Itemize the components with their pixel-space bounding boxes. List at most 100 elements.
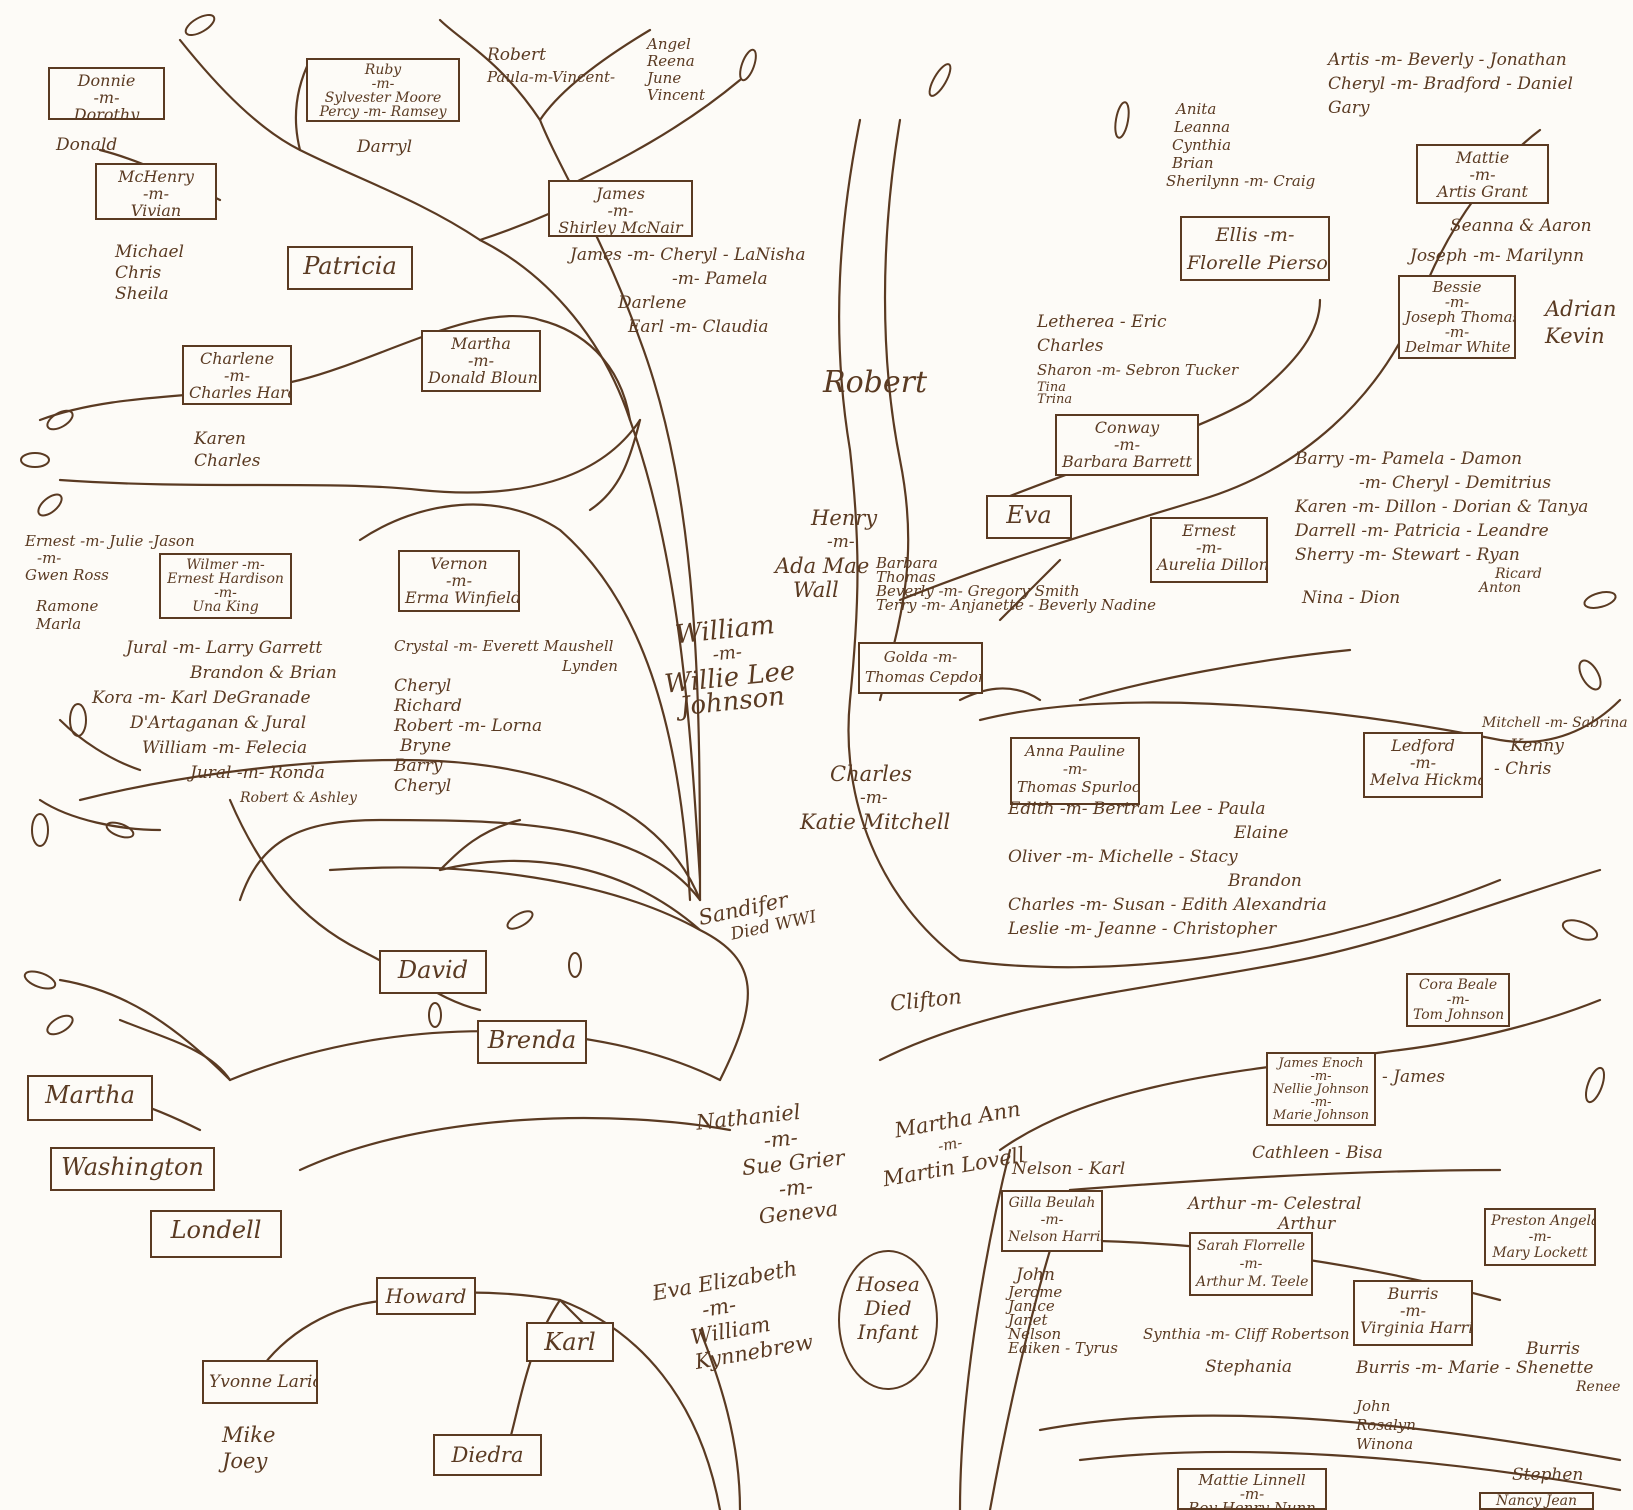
box-line: -m- — [1114, 435, 1140, 454]
box-mattie-linnell: Mattie Linnell -m- Roy Henry Nunn — [1177, 1468, 1327, 1510]
box-line: Mattie — [1455, 148, 1510, 167]
box-line: Charles Hardy — [189, 383, 290, 402]
box-line: Percy -m- Ramsey — [319, 104, 447, 120]
box-line: James — [596, 184, 645, 203]
box-line: Golda -m- — [883, 648, 958, 666]
text-arthur: Arthur -m- Celestral Arthur — [1188, 1194, 1362, 1234]
text-line: Michael — [115, 242, 184, 262]
text-james-r: - James — [1382, 1066, 1445, 1088]
text-line: Janet — [1008, 1311, 1048, 1329]
text-line: Edith -m- Bertram Lee - Paula — [1008, 799, 1266, 819]
box-line: McHenry — [118, 167, 194, 186]
text-nelson: Nelson - Karl — [1012, 1158, 1125, 1180]
box-line: Delmar White — [1405, 338, 1511, 356]
text-line: Ramone — [36, 597, 99, 615]
box-line: -m- — [224, 366, 250, 385]
box-line: -m- — [1446, 992, 1470, 1008]
text-line: Cynthia — [1172, 136, 1232, 154]
text-line: Stephania — [1205, 1357, 1293, 1377]
box-preston: Preston Angela -m- Mary Lockett — [1484, 1208, 1596, 1266]
box-line: Patricia — [303, 252, 397, 280]
text-line: Barry — [394, 756, 443, 776]
text-line: -m- — [827, 532, 855, 552]
text-line: Ricard — [1495, 566, 1542, 582]
box-james-mcnair: James -m- Shirley McNair — [548, 180, 693, 237]
box-line: -m- — [1410, 753, 1436, 772]
text-line: Joey — [222, 1449, 268, 1473]
text-artis: Artis -m- Beverly - Jonathan Cheryl -m- … — [1328, 48, 1573, 120]
box-ledford: Ledford -m- Melva Hickman — [1363, 732, 1483, 798]
text-line: Gwen Ross — [25, 566, 109, 584]
text-line: Kora -m- Karl DeGranade — [92, 688, 311, 708]
box-line: Vernon — [430, 554, 488, 573]
text-line: Renee — [1576, 1379, 1621, 1395]
text-line: -m- Pamela — [672, 269, 768, 289]
box-brenda: Brenda — [477, 1020, 587, 1064]
text-line: Darlene — [618, 293, 687, 313]
box-line: -m- — [143, 184, 169, 203]
box-londell: Londell — [150, 1210, 282, 1258]
text-line: Arthur — [1278, 1214, 1336, 1234]
box-line: Joseph Thomas — [1405, 308, 1516, 326]
text-line: Trina — [1037, 392, 1073, 407]
text-line: Paula-m-Vincent- — [487, 68, 616, 86]
text-line: Donald — [56, 135, 118, 155]
box-line: -m- — [1196, 538, 1222, 557]
text-line: Charles -m- Susan - Edith Alexandria — [1008, 895, 1327, 915]
text-robert-paula: Robert Paula-m-Vincent- — [487, 44, 615, 88]
text-burris-right: Burris Burris -m- Marie - Shenette Renee… — [1356, 1340, 1620, 1454]
box-line: -m- — [1239, 1256, 1263, 1272]
text-nathaniel: Nathaniel -m- Sue Grier -m- Geneva — [656, 1096, 851, 1239]
text-line: Hosea — [856, 1272, 920, 1296]
text-line: Sherry -m- Stewart - Ryan — [1295, 545, 1520, 565]
text-line: Anita — [1176, 100, 1217, 118]
text-line: Reena — [647, 52, 695, 70]
text-barbara: Barbara Thomas Beverly -m- Gregory Smith… — [876, 554, 1156, 613]
text-line: Gary — [1328, 98, 1370, 118]
box-line: -m- — [1310, 1095, 1332, 1110]
text-jural: Jural -m- Larry Garrett Brandon & Brian … — [92, 636, 357, 811]
text-line: Barbara — [876, 554, 938, 572]
box-line: Cora Beale — [1418, 977, 1498, 993]
text-line: Cathleen - Bisa — [1252, 1143, 1383, 1163]
text-line: Charles — [1037, 336, 1104, 356]
text-seanna: Seanna & Aaron Joseph -m- Marilynn — [1410, 211, 1592, 271]
box-line: -m- — [1444, 293, 1470, 311]
text-line: Ada Mae — [775, 554, 870, 578]
box-mattie: Mattie -m- Artis Grant — [1416, 144, 1549, 204]
box-karl: Karl — [526, 1322, 614, 1362]
oval-hosea: Hosea Died Infant — [838, 1250, 938, 1390]
text-line: Stephen — [1512, 1465, 1584, 1485]
text-line: John — [1016, 1265, 1055, 1285]
text-line: Crystal -m- Everett Maushell — [394, 637, 614, 655]
text-line: Karen -m- Dillon - Dorian & Tanya — [1295, 497, 1589, 517]
box-line: Yvonne Lario — [209, 1372, 318, 1392]
box-line: Aurelia Dillon — [1157, 555, 1268, 574]
box-line: -m- — [446, 571, 472, 590]
box-line: Martha — [451, 334, 511, 353]
text-line: Robert — [487, 45, 546, 65]
box-line: Artis Grant — [1437, 182, 1528, 201]
text-line: Kenny — [1510, 736, 1564, 756]
box-vernon: Vernon -m- Erma Winfield — [398, 550, 520, 612]
box-line: Arthur M. Teele — [1196, 1274, 1309, 1290]
text-darryl: Darryl — [357, 136, 412, 158]
text-line: Karen — [194, 429, 246, 449]
box-line: -m- — [1469, 165, 1496, 184]
text-line: Mike — [222, 1423, 276, 1447]
text-line: -m- — [860, 788, 888, 808]
text-line: William -m- Felecia — [142, 738, 308, 758]
text-line: Died — [864, 1296, 912, 1320]
text-line: - James — [1382, 1067, 1446, 1087]
text-line: Elaine — [1234, 823, 1289, 843]
box-line: -m- — [1444, 323, 1470, 341]
box-line: -m- — [1310, 1069, 1332, 1084]
text-line: Cheryl — [394, 776, 452, 796]
text-line: Darryl — [357, 137, 413, 157]
box-ernest: Ernest -m- Aurelia Dillon — [1150, 517, 1268, 583]
text-line: Brandon — [1228, 871, 1302, 891]
box-diedra: Diedra — [433, 1434, 542, 1476]
text-angel: Angel Reena June Vincent — [647, 36, 705, 104]
text-crystal: Crystal -m- Everett Maushell Lynden Cher… — [394, 636, 618, 796]
text-line: Seanna & Aaron — [1450, 216, 1592, 236]
